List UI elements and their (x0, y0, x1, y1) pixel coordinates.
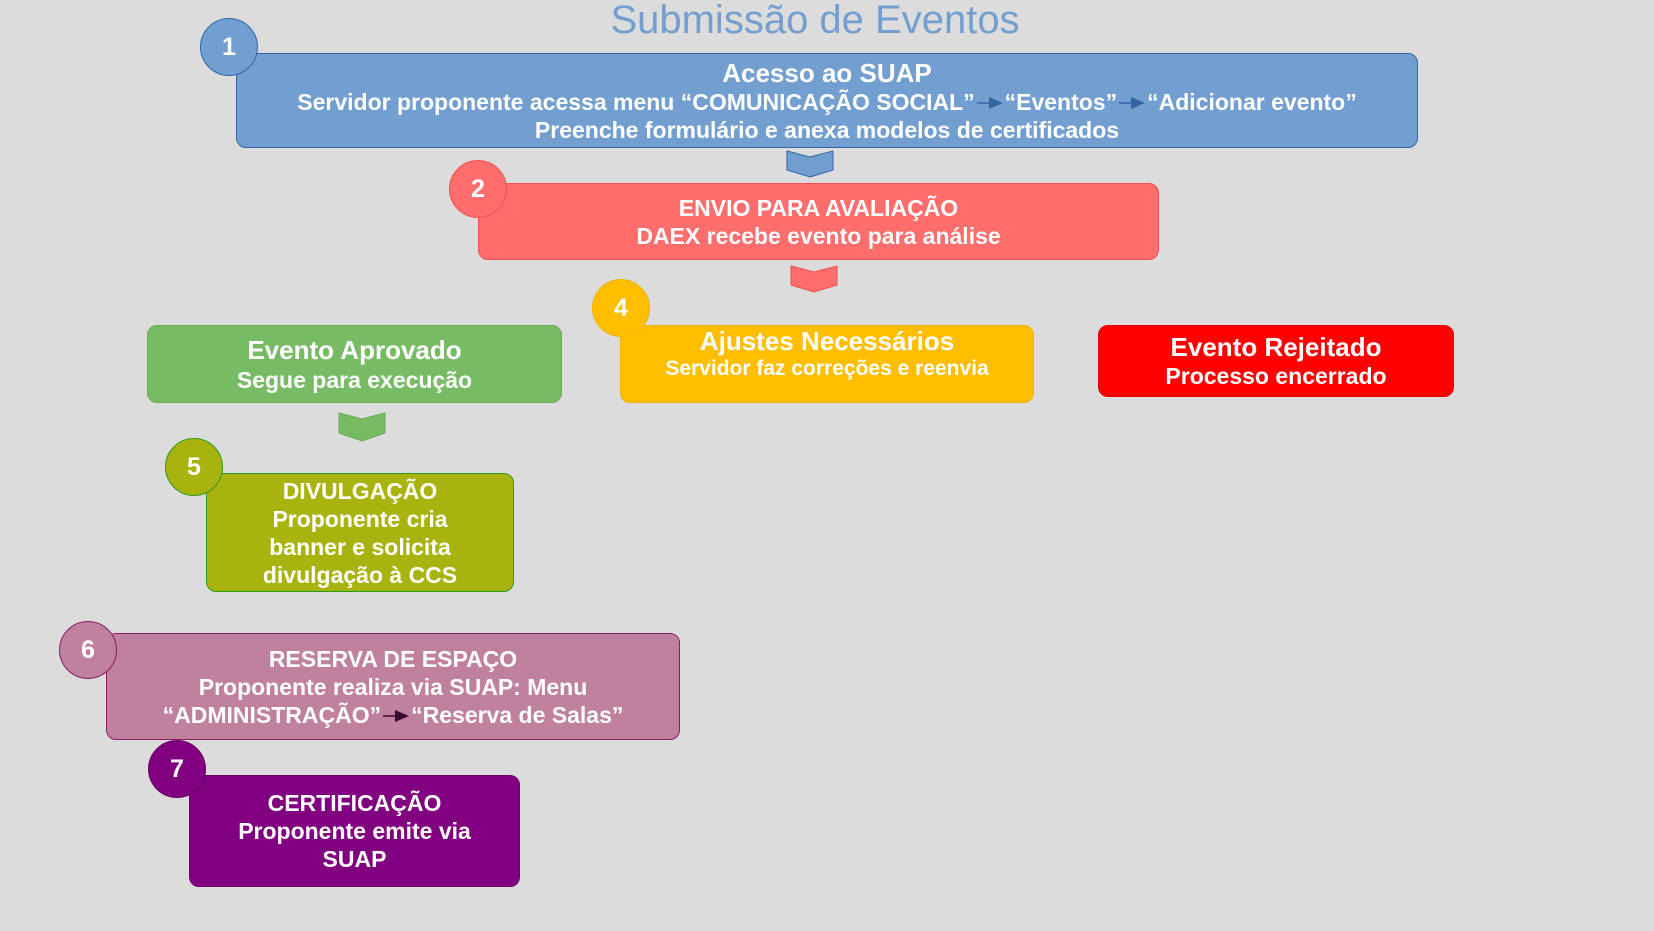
step-evaluation-heading: ENVIO PARA AVALIAÇÃO (678, 194, 959, 221)
step-reservation-line: Proponente realiza via SUAP: Menu (198, 673, 588, 700)
step-divulgation-box: DIVULGAÇÃO Proponente cria banner e soli… (206, 473, 514, 592)
step-certification-line: Proponente emite via (238, 818, 471, 844)
page-title: Submissão de Eventos (610, 0, 1020, 42)
event-rejected-box: Evento Rejeitado Processo encerrado (1098, 325, 1454, 397)
step-certification-line: CERTIFICAÇÃO (267, 790, 442, 816)
event-approved-body: Segue para execução (236, 366, 473, 393)
event-approved-box: Evento Aprovado Segue para execução (147, 325, 562, 403)
step-number-badge: 7 (148, 740, 206, 798)
step-divulgation-line: DIVULGAÇÃO (282, 477, 438, 504)
step-number-badge: 4 (592, 279, 650, 337)
step-access-menu-path: Servidor proponente acessa menu “COMUNIC… (297, 88, 1356, 116)
event-rejected-heading: Evento Rejeitado (1170, 332, 1382, 362)
step-evaluation-box: ENVIO PARA AVALIAÇÃO DAEX recebe evento … (478, 183, 1159, 260)
adjustments-body: Servidor faz correções e reenvia (665, 357, 989, 380)
adjustments-needed-box: Ajustes Necessários Servidor faz correçõ… (620, 325, 1034, 403)
step-number-badge: 2 (449, 160, 507, 218)
step-certification-line: SUAP (322, 846, 387, 872)
event-rejected-body: Processo encerrado (1165, 363, 1387, 389)
menu-path-part-1: Servidor proponente acessa menu “COMUNIC… (297, 88, 975, 115)
chevron-down-icon (790, 265, 838, 293)
step-number-badge: 6 (59, 621, 117, 679)
menu-path-part-2: “Eventos” (1004, 88, 1118, 115)
step-number-badge: 5 (165, 438, 223, 496)
step-divulgation-line: divulgação à CCS (262, 561, 458, 588)
step-reservation-menu-path: “ADMINISTRAÇÃO” “Reserva de Salas” (163, 701, 624, 729)
step-reservation-line: RESERVA DE ESPAÇO (268, 645, 518, 672)
event-approved-heading: Evento Aprovado (247, 334, 462, 365)
step-access-form-text: Preenche formulário e anexa modelos de c… (534, 116, 1120, 143)
step-access-heading: Acesso ao SUAP (722, 57, 932, 88)
step-divulgation-line: Proponente cria (272, 505, 448, 532)
step-access-suap-box: Acesso ao SUAP Servidor proponente acess… (236, 53, 1418, 148)
arrow-right-icon (976, 97, 1003, 110)
menu-path-part-1: “ADMINISTRAÇÃO” (162, 701, 382, 728)
menu-path-part-3: “Adicionar evento” (1147, 88, 1357, 115)
step-reservation-box: RESERVA DE ESPAÇO Proponente realiza via… (106, 633, 680, 740)
arrow-right-icon (383, 710, 410, 723)
step-certification-box: CERTIFICAÇÃO Proponente emite via SUAP (189, 775, 520, 887)
step-evaluation-body: DAEX recebe evento para análise (636, 222, 1001, 249)
chevron-down-icon (338, 412, 386, 442)
menu-path-part-2: “Reserva de Salas” (411, 701, 624, 728)
arrow-right-icon (1119, 97, 1146, 110)
chevron-down-icon (786, 150, 834, 178)
step-divulgation-line: banner e solicita (269, 533, 451, 560)
step-number-badge: 1 (200, 18, 258, 76)
adjustments-heading: Ajustes Necessários (699, 326, 955, 356)
